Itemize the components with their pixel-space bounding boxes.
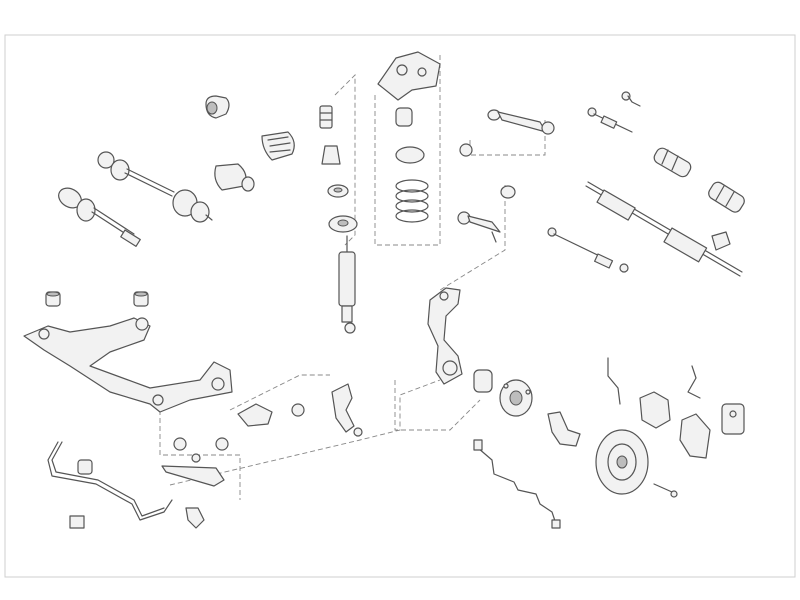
ball-joint-link — [457, 185, 516, 243]
stabilizer-bar — [47, 441, 205, 529]
leader-lines — [159, 55, 546, 500]
spring-seat — [327, 184, 358, 233]
cv-boot-small — [205, 95, 230, 119]
steering-boot — [653, 147, 745, 213]
brake-pads — [721, 403, 745, 435]
abs-sensor — [473, 357, 701, 529]
bump-stop — [319, 105, 341, 165]
tie-rod — [547, 227, 629, 273]
wheel-hub — [473, 369, 533, 417]
brake-shield — [547, 411, 581, 447]
tie-rod-end — [587, 91, 641, 133]
steering-rack — [585, 181, 743, 277]
subframe — [23, 317, 233, 413]
steering-knuckle — [427, 287, 463, 385]
subframe-bushings — [45, 291, 149, 307]
diagram-frame — [4, 34, 796, 578]
shock-absorber — [338, 235, 356, 334]
lower-control-arm — [161, 383, 363, 487]
drive-shaft-right — [97, 151, 213, 223]
drive-shaft-left — [58, 187, 141, 247]
brake-disc — [595, 429, 678, 498]
brake-caliper — [639, 391, 711, 459]
cv-joint — [214, 163, 255, 192]
cv-joint-boot — [261, 131, 295, 161]
control-arm-upper — [459, 109, 555, 157]
top-mount — [377, 51, 441, 127]
coil-spring — [395, 146, 429, 223]
